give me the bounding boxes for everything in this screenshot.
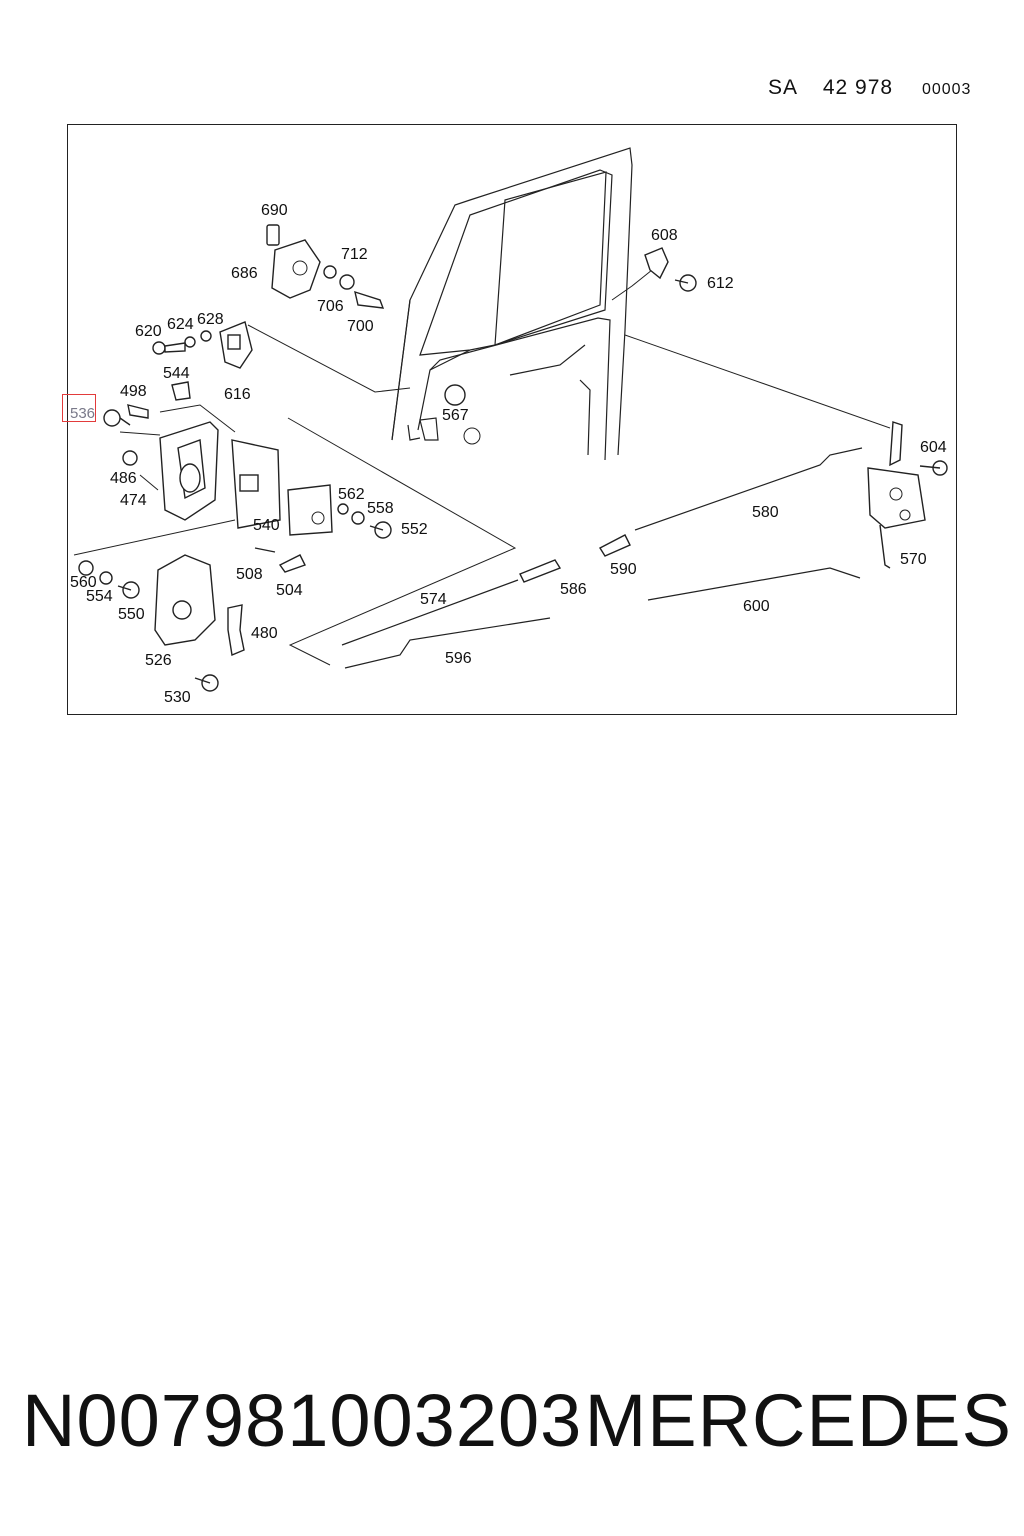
door-latch [867, 421, 948, 569]
part-label-580: 580 [752, 504, 779, 521]
part-label-600: 600 [743, 598, 770, 615]
part-label-712: 712 [341, 246, 368, 263]
brand-name: MERCEDES [584, 1379, 1012, 1462]
part-label-620: 620 [135, 323, 162, 340]
drawing-sheet: 00003 [921, 81, 972, 98]
part-label-562: 562 [338, 486, 365, 503]
part-number: N007981003203 [22, 1379, 583, 1462]
part-label-706: 706 [317, 298, 344, 315]
diagram-frame [67, 124, 957, 715]
part-label-486: 486 [110, 470, 137, 487]
part-label-624: 624 [167, 316, 194, 333]
drawing-prefix: SA [768, 76, 799, 99]
part-label-504: 504 [276, 582, 303, 599]
part-label-558: 558 [367, 500, 394, 517]
part-label-596: 596 [445, 650, 472, 667]
drawing-reference: SA 42 978 00003 [768, 76, 971, 100]
part-label-628: 628 [197, 311, 224, 328]
handle-assembly [103, 409, 392, 573]
part-label-474: 474 [120, 492, 147, 509]
part-label-554: 554 [86, 588, 113, 605]
part-label-690: 690 [261, 202, 288, 219]
part-label-526: 526 [145, 652, 172, 669]
door-frame [391, 147, 633, 461]
part-label-480: 480 [251, 625, 278, 642]
part-label-686: 686 [231, 265, 258, 282]
part-label-540: 540 [253, 517, 280, 534]
highlight-box [62, 394, 96, 422]
leader-lines [73, 269, 891, 666]
part-label-530: 530 [164, 689, 191, 706]
part-label-567: 567 [442, 407, 469, 424]
part-label-552: 552 [401, 521, 428, 538]
linkage-rods [341, 447, 863, 669]
part-label-560: 560 [70, 574, 97, 591]
part-label-550: 550 [118, 606, 145, 623]
part-label-590: 590 [610, 561, 637, 578]
part-label-616: 616 [224, 386, 251, 403]
part-label-498: 498 [120, 383, 147, 400]
part-label-700: 700 [347, 318, 374, 335]
part-label-608: 608 [651, 227, 678, 244]
footer: N007981003203 MERCEDES [22, 1378, 1012, 1463]
part-label-570: 570 [900, 551, 927, 568]
drawing-number: 42 978 [822, 76, 894, 99]
upper-parts [127, 224, 697, 419]
lower-left-parts [78, 554, 245, 692]
part-label-586: 586 [560, 581, 587, 598]
part-label-544: 544 [163, 365, 190, 382]
part-label-508: 508 [236, 566, 263, 583]
highlighted-part-label: 536 [70, 405, 96, 422]
part-label-612: 612 [707, 275, 734, 292]
part-label-604: 604 [920, 439, 947, 456]
part-label-574: 574 [420, 591, 447, 608]
